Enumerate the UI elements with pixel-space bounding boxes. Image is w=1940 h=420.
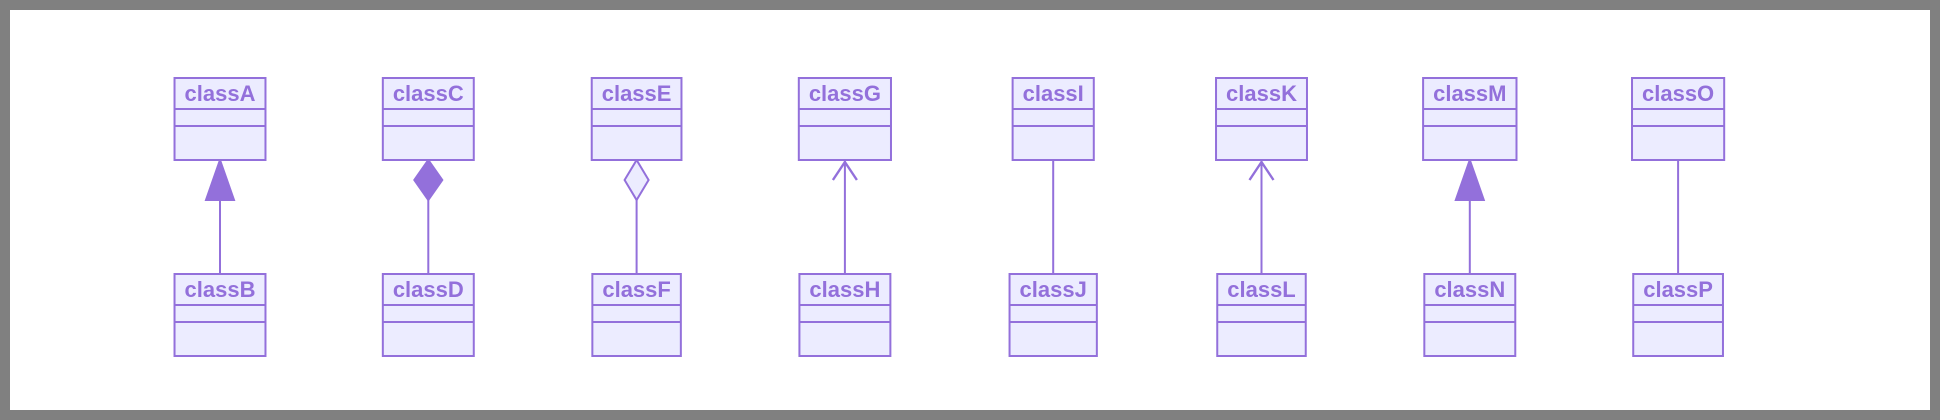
class-name: classO — [1642, 81, 1714, 106]
class-name: classE — [602, 81, 672, 106]
class-name: classG — [809, 81, 881, 106]
class-name: classC — [393, 81, 464, 106]
class-box — [1011, 77, 1095, 161]
class-name: classH — [809, 277, 880, 302]
class-name: classB — [185, 277, 256, 302]
class-name: classJ — [1020, 277, 1087, 302]
class-name: classM — [1433, 81, 1506, 106]
class-box — [1215, 77, 1308, 161]
class-box — [1632, 273, 1724, 357]
class-box — [797, 77, 892, 161]
class-box — [173, 77, 267, 161]
class-diagram: classA classB classC classD classE classF clas… — [173, 77, 1726, 357]
class-box — [1216, 273, 1307, 357]
class-name: classK — [1226, 81, 1297, 106]
class-box — [591, 273, 682, 357]
class-box — [173, 273, 267, 357]
class-name: classF — [602, 277, 671, 302]
class-name: classL — [1227, 277, 1296, 302]
class-box — [1423, 273, 1517, 357]
aggregation-diamond-icon — [623, 158, 650, 202]
diagram-canvas: classA classB classC classD classE classF clas… — [10, 10, 1930, 410]
class-box — [590, 77, 683, 161]
class-name: classD — [393, 277, 464, 302]
class-box — [1631, 77, 1726, 161]
class-name: classA — [185, 81, 256, 106]
class-box — [381, 77, 475, 161]
class-name: classI — [1023, 81, 1084, 106]
class-name: classN — [1434, 277, 1505, 302]
inheritance-arrow-icon — [204, 156, 236, 201]
class-box — [1422, 77, 1518, 161]
class-box — [1008, 273, 1098, 357]
class-name: classP — [1643, 277, 1713, 302]
composition-diamond-icon — [413, 158, 444, 202]
inheritance-arrow-icon — [1454, 156, 1486, 201]
class-box — [798, 273, 892, 357]
class-box — [381, 273, 475, 357]
